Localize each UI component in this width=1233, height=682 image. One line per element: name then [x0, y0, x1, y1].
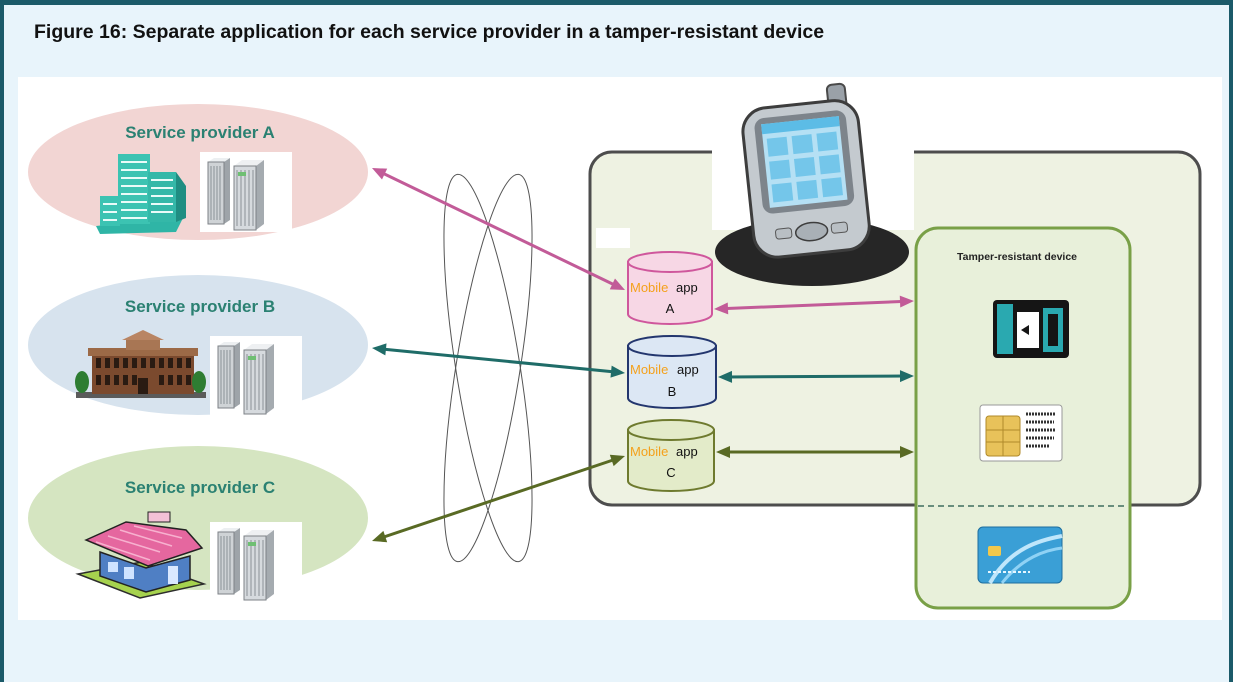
mobile-app-a: Mobile app A	[627, 251, 713, 325]
credit-card-icon	[977, 526, 1063, 584]
building-window	[96, 375, 101, 385]
building-window	[114, 375, 119, 385]
arrowhead	[718, 370, 733, 383]
arrowhead	[714, 302, 729, 315]
building-window	[132, 375, 137, 385]
arrowhead	[609, 454, 625, 467]
provider-c-label: Service provider C	[125, 478, 275, 497]
house-icon	[75, 511, 207, 599]
provider-a-label: Service provider A	[125, 123, 275, 142]
app-c-word1: Mobile	[630, 444, 668, 459]
app-b-word2: app	[677, 362, 699, 377]
app-c-word2: app	[676, 444, 698, 459]
building-window	[168, 358, 173, 368]
office-building-icon	[96, 154, 186, 234]
tamper-device-label: Tamper-resistant device	[957, 251, 1077, 263]
figure-diagram: Service provider A Service provider B Se…	[18, 77, 1222, 620]
arrowhead	[372, 168, 388, 180]
building-window	[177, 375, 182, 385]
building-window	[96, 358, 101, 368]
building-window	[105, 375, 110, 385]
app-b-word1: Mobile	[630, 362, 668, 377]
building-window	[159, 375, 164, 385]
building-window	[168, 375, 173, 385]
sim-card-icon	[993, 300, 1069, 358]
building-window	[114, 358, 119, 368]
server-icon	[209, 335, 303, 417]
arrowhead	[372, 530, 388, 543]
link-c-provider-app	[380, 457, 617, 540]
arrowhead	[609, 278, 625, 290]
device-area-gap	[596, 228, 630, 248]
link-a-provider-app	[380, 170, 617, 288]
provider-c-ellipse	[28, 446, 368, 590]
app-a-word2: app	[676, 280, 698, 295]
building-window	[159, 358, 164, 368]
building-window	[123, 358, 128, 368]
historic-building-icon	[75, 330, 206, 398]
arrowhead	[899, 370, 914, 383]
building-window	[186, 358, 191, 368]
server-icon	[199, 151, 293, 233]
building-window	[141, 358, 146, 368]
arrowhead	[900, 446, 914, 458]
smart-card-chip-icon	[979, 404, 1063, 462]
arrowhead	[610, 365, 625, 378]
connections	[372, 168, 914, 543]
app-a-letter: A	[666, 301, 675, 316]
app-c-letter: C	[666, 465, 675, 480]
building-window	[105, 358, 110, 368]
link-b-provider-app	[381, 347, 616, 374]
building-windows	[96, 358, 191, 385]
server-icon	[209, 521, 303, 603]
building-window	[123, 375, 128, 385]
arrowhead	[716, 446, 730, 458]
figure-caption: Figure 16: Separate application for each…	[34, 21, 825, 43]
arrowhead	[372, 343, 387, 356]
app-a-word1: Mobile	[630, 280, 668, 295]
arrowhead	[899, 295, 914, 308]
building-window	[150, 358, 155, 368]
building-window	[132, 358, 137, 368]
provider-b-label: Service provider B	[125, 297, 275, 316]
building-window	[186, 375, 191, 385]
app-b-letter: B	[668, 384, 677, 399]
building-window	[177, 358, 182, 368]
mobile-app-b: Mobile app B	[627, 335, 717, 409]
link-b-app-device	[727, 374, 905, 379]
mobile-app-c: Mobile app C	[627, 419, 715, 492]
link-a-app-device	[723, 299, 905, 311]
mobile-phone-icon	[712, 80, 914, 286]
